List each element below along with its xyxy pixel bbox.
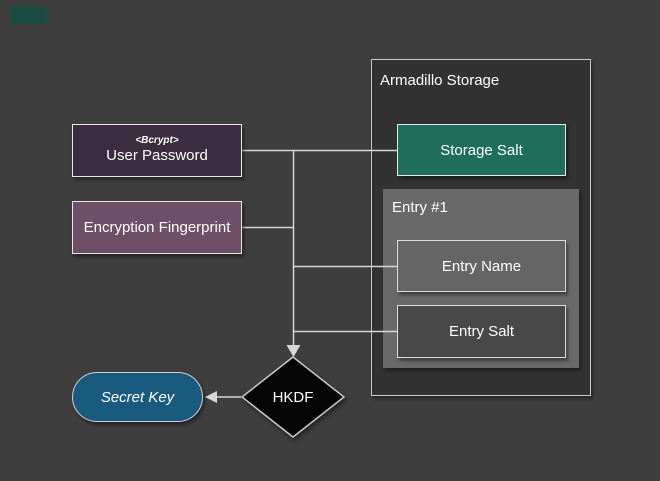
storage-salt-label: Storage Salt [440,141,523,159]
user-password-label: User Password [106,147,208,165]
entry-salt-node[interactable]: Entry Salt [397,305,566,358]
entry-name-node[interactable]: Entry Name [397,240,566,292]
armadillo-storage-title: Armadillo Storage [380,72,500,89]
user-password-node[interactable]: <Bcrypt> User Password [72,124,242,177]
hkdf-node[interactable]: HKDF [240,355,346,439]
encryption-fingerprint-label: Encryption Fingerprint [83,219,231,236]
entry-name-label: Entry Name [441,257,522,275]
bcrypt-annotation: <Bcrypt> [135,134,179,146]
hkdf-label: HKDF [272,388,314,406]
hkdf-diamond-shape [240,356,346,438]
entry-1-title: Entry #1 [392,199,448,216]
storage-salt-node[interactable]: Storage Salt [397,124,566,176]
secret-key-node[interactable]: Secret Key [72,372,203,422]
small-teal-rectangle [10,6,47,24]
arrowhead-left-into-secret-key [205,391,217,403]
encryption-fingerprint-node[interactable]: Encryption Fingerprint [72,201,242,254]
secret-key-label: Secret Key [100,388,175,406]
entry-salt-label: Entry Salt [448,323,515,340]
